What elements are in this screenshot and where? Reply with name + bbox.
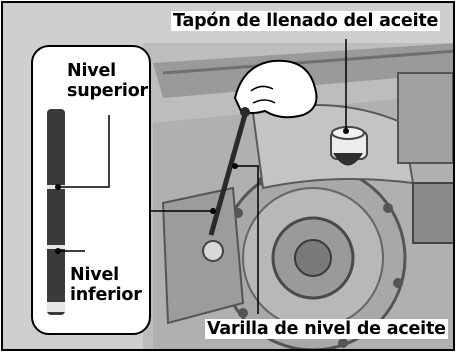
dipstick-detail — [47, 109, 110, 315]
dipstick-rod — [208, 110, 249, 236]
leader-dipstick — [235, 165, 259, 314]
engine-illustration — [3, 3, 453, 349]
lower-level-label: Nivel inferior — [70, 265, 142, 305]
dipstick-label: Varilla de nivel de aceite — [205, 319, 448, 339]
upper-level-label-line1: Nivel — [67, 61, 116, 81]
upper-level-label-line2: superior — [67, 81, 148, 101]
lower-level-label-line2: inferior — [70, 285, 142, 305]
diagram-frame: Tapón de llenado del aceite Varilla de n… — [1, 1, 455, 351]
lower-level-label-line1: Nivel — [70, 265, 119, 285]
hand — [233, 59, 318, 119]
oil-fill-cap-label: Tapón de llenado del aceite — [171, 11, 441, 31]
upper-level-label: Nivel superior — [67, 61, 148, 101]
dipstick-callout — [31, 45, 151, 335]
